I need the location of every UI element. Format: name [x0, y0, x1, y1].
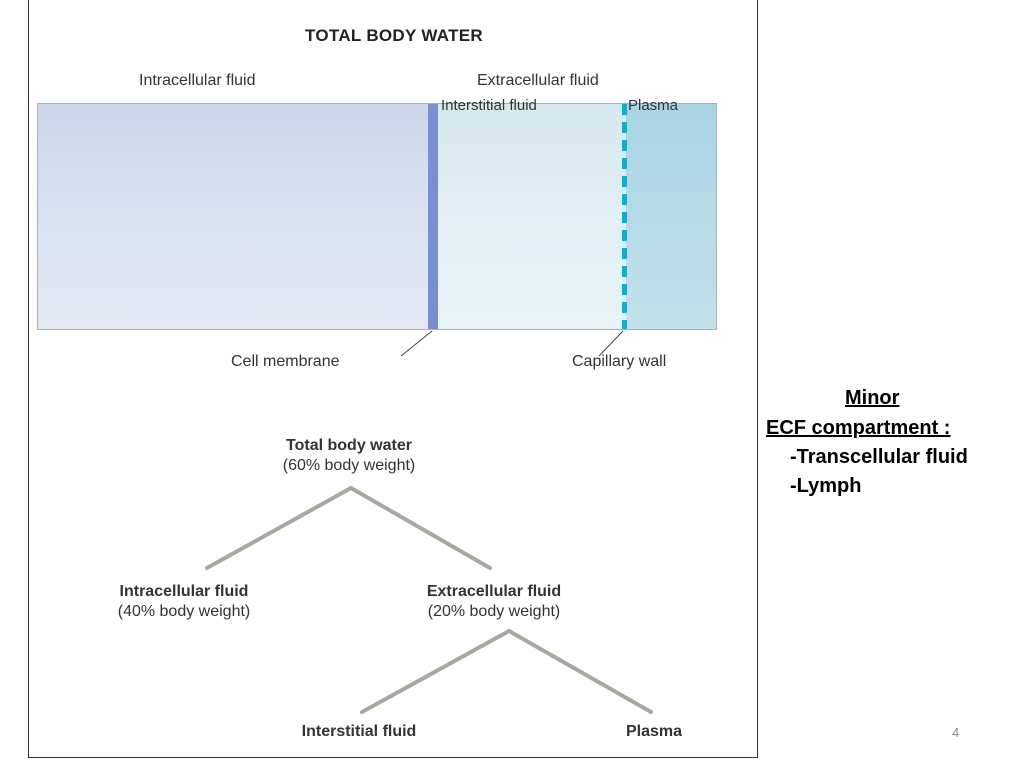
tree-line-total-to-icf — [205, 486, 353, 570]
body-water-figure: TOTAL BODY WATER Intracellular fluid Ext… — [28, 0, 758, 758]
side-note-item-lymph: -Lymph — [790, 475, 862, 497]
intracellular-region-label: Intracellular fluid — [139, 72, 256, 89]
tree-line-total-to-ecf — [349, 486, 492, 570]
node-title: Intracellular fluid — [119, 583, 249, 600]
node-subtitle: (20% body weight) — [427, 603, 561, 620]
tree-node-plasma: Plasma — [625, 723, 683, 740]
node-title: Total body water — [286, 437, 412, 454]
figure-title: TOTAL BODY WATER — [305, 26, 483, 45]
ecf-compartment-heading: ECF compartment : — [766, 417, 951, 439]
plasma-label: Plasma — [628, 97, 679, 114]
tree-line-ecf-to-plasma — [507, 629, 653, 714]
tree-node-interstitial: Interstitial fluid — [301, 723, 417, 740]
tree-node-total-body-water: Total body water (60% body weight) — [229, 436, 469, 476]
slide-number: 4 — [952, 725, 960, 740]
interstitial-compartment — [438, 104, 626, 329]
node-subtitle: (40% body weight) — [117, 603, 251, 620]
fluid-compartments-diagram — [37, 103, 717, 330]
capillary-wall-dashed-line — [622, 104, 627, 329]
tree-node-intracellular: Intracellular fluid (40% body weight) — [69, 582, 299, 622]
tree-line-ecf-to-isf — [360, 629, 511, 714]
node-subtitle: (60% body weight) — [282, 457, 416, 474]
node-title: Extracellular fluid — [426, 583, 562, 600]
side-note-item-transcellular: -Transcellular fluid — [790, 446, 968, 468]
tree-node-extracellular: Extracellular fluid (20% body weight) — [374, 582, 614, 622]
callout-leader-lines — [400, 330, 624, 357]
capillary-wall-callout: Capillary wall — [572, 353, 667, 370]
cell-membrane-leader — [400, 330, 433, 357]
intracellular-compartment — [38, 104, 428, 329]
hierarchy-tree-lines — [205, 486, 653, 714]
capillary-wall-leader — [598, 330, 624, 357]
minor-heading: Minor — [845, 387, 900, 409]
interstitial-fluid-label: Interstitial fluid — [441, 97, 537, 114]
plasma-compartment — [626, 104, 716, 329]
extracellular-region-label: Extracellular fluid — [477, 72, 599, 89]
cell-membrane-callout: Cell membrane — [231, 353, 340, 370]
cell-membrane-bar — [428, 104, 438, 329]
